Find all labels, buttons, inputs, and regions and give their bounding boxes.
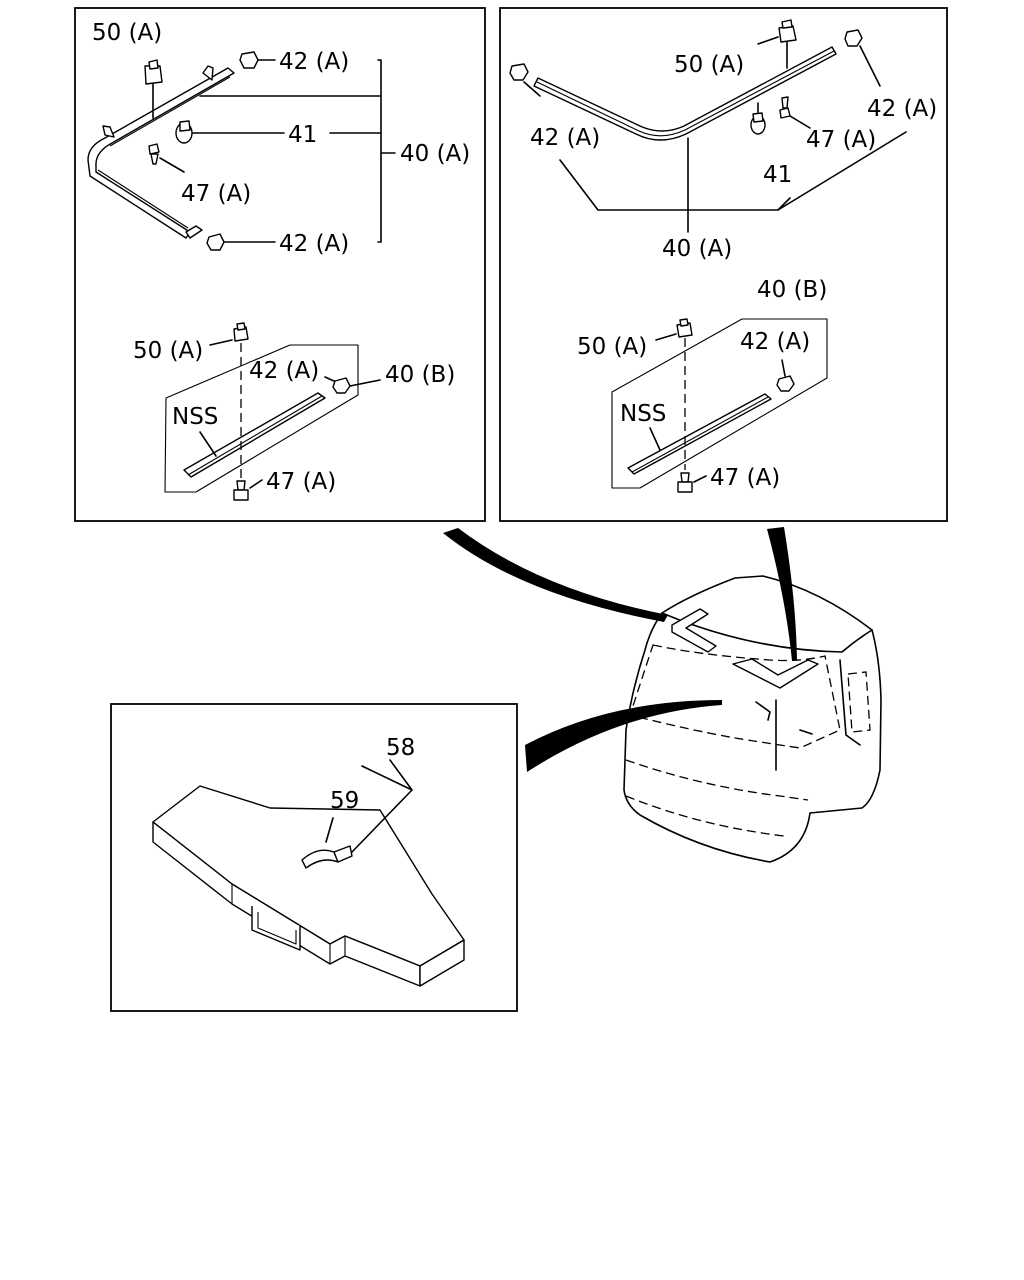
label-42a-right: 42 (A) — [867, 96, 937, 122]
label-42a-bottom: 42 (A) — [279, 231, 349, 257]
nss-outline-left — [164, 344, 359, 493]
cap-42a-lower-left — [324, 376, 381, 394]
label-41: 41 — [763, 162, 792, 188]
bracket-40a-left — [199, 59, 396, 243]
label-42a-lower: 42 (A) — [740, 329, 810, 355]
molding-40a-right — [533, 46, 837, 141]
panel-bottom-left: 58 59 — [110, 703, 518, 1012]
label-50a-lower: 50 (A) — [577, 334, 647, 360]
bracket-40a-right — [559, 131, 907, 233]
clip-50a-lower-left — [209, 322, 249, 346]
screw-47a-lower-left — [233, 479, 263, 501]
molding-40a-left — [87, 65, 235, 239]
label-40a: 40 (A) — [400, 141, 470, 167]
vehicle-rear-view — [623, 575, 882, 863]
nss-subdiagram-right — [611, 318, 828, 493]
panel-top-right: 50 (A) 42 (A) 42 (A) 47 (A) 41 40 (A) — [499, 7, 948, 522]
clip-50a-lower-right — [655, 318, 693, 341]
nss-subdiagram-left — [164, 322, 381, 501]
label-42a-lower: 42 (A) — [249, 358, 319, 384]
clip-50a-top-right — [757, 19, 797, 69]
cap-42a-lower-right — [776, 359, 795, 392]
vehicle-spoiler-mark — [755, 701, 813, 735]
cover-58 — [152, 785, 465, 987]
roof-molding-left — [671, 608, 717, 653]
panel-top-left-frame — [74, 7, 486, 522]
vehicle-tailgate-line — [625, 759, 809, 837]
label-58: 58 — [386, 735, 415, 761]
panel-top-right-frame — [499, 7, 948, 522]
label-47a: 47 (A) — [181, 181, 251, 207]
vehicle-roof-line — [661, 612, 873, 653]
callout-connectors — [443, 527, 797, 772]
vehicle-body-outline — [623, 575, 882, 863]
cover-mount-tab — [251, 906, 301, 951]
label-41: 41 — [288, 122, 317, 148]
vehicle-rear-window — [629, 644, 841, 749]
clip-50a-top-left — [144, 59, 163, 119]
label-59: 59 — [330, 788, 359, 814]
label-nss: NSS — [172, 404, 218, 430]
screw-47a-right — [779, 96, 811, 129]
nss-outline-right — [611, 318, 828, 489]
cap-42a-bottom-left — [206, 233, 276, 251]
screw-47a-lower-right — [677, 472, 707, 493]
label-47a: 47 (A) — [806, 127, 876, 153]
label-42a-top: 42 (A) — [279, 49, 349, 75]
cap-42a-top-left — [239, 51, 276, 69]
connector-sweep-top-right — [767, 527, 797, 661]
label-40b: 40 (B) — [757, 277, 827, 303]
vehicle-pillar — [775, 659, 861, 771]
cap-42a-right-right — [844, 29, 881, 87]
screw-47a-top-left — [148, 143, 185, 173]
label-47a-lower: 47 (A) — [710, 465, 780, 491]
leader-58-59 — [325, 759, 413, 853]
label-47a-lower: 47 (A) — [266, 469, 336, 495]
clip-59 — [301, 845, 353, 869]
roof-molding-right — [732, 658, 819, 689]
label-50a: 50 (A) — [674, 52, 744, 78]
connector-sweep-bottom-left — [525, 700, 722, 772]
connector-sweep-top-left — [443, 528, 668, 622]
label-40a: 40 (A) — [662, 236, 732, 262]
label-40b: 40 (B) — [385, 362, 455, 388]
grommet-41-right — [750, 102, 766, 135]
panel-top-left: 50 (A) 42 (A) 41 40 (A) 47 (A) 42 (A) — [74, 7, 486, 522]
label-50a: 50 (A) — [92, 20, 162, 46]
grommet-41-top-left — [175, 120, 285, 144]
cover-end-face — [419, 939, 465, 987]
cap-42a-left-right — [509, 63, 541, 97]
vehicle-side-window — [847, 671, 871, 733]
label-42a-left: 42 (A) — [530, 125, 600, 151]
label-nss: NSS — [620, 401, 666, 427]
label-50a-lower: 50 (A) — [133, 338, 203, 364]
